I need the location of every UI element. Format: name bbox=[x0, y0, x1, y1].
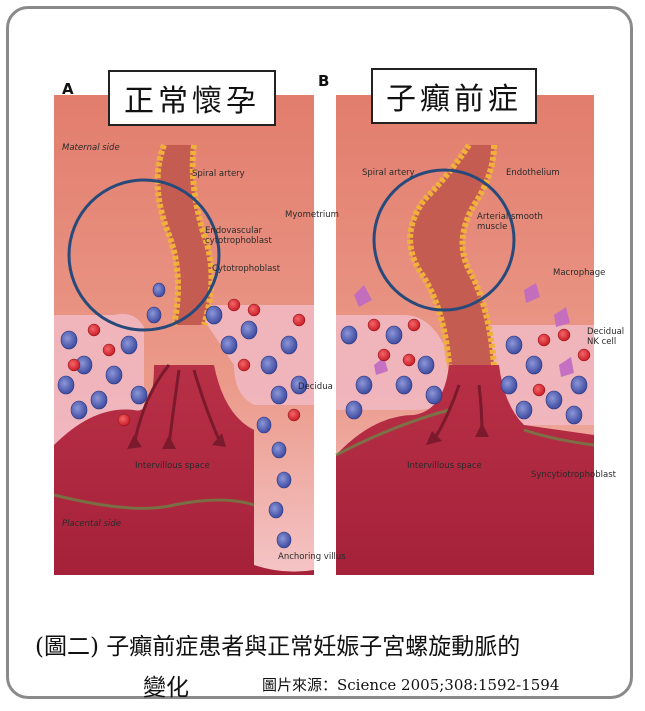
label-spiral-artery-b: Spiral artery bbox=[362, 168, 415, 178]
label-macrophage: Macrophage bbox=[553, 268, 605, 278]
label-intervillous-a: Intervillous space bbox=[135, 461, 210, 471]
label-arterial-2: muscle bbox=[477, 222, 507, 232]
label-endovascular-2: cytotrophoblast bbox=[205, 236, 272, 246]
figure-caption-line2: 變化 bbox=[143, 668, 189, 702]
label-decidual-2: NK cell bbox=[587, 337, 616, 347]
figure-source: 圖片來源：Science 2005;308:1592-1594 bbox=[262, 674, 559, 695]
label-myometrium: Myometrium bbox=[285, 210, 339, 220]
label-placental-side: Placental side bbox=[62, 519, 121, 529]
panel-b-title: 子癲前症 bbox=[371, 68, 537, 124]
label-endovascular-1: Endovascular bbox=[205, 226, 262, 236]
label-endothelium: Endothelium bbox=[506, 168, 560, 178]
label-maternal-side: Maternal side bbox=[62, 143, 120, 153]
panel-a-letter: A bbox=[62, 80, 74, 98]
label-anchoring-villus: Anchoring villus bbox=[278, 552, 346, 562]
label-decidual-1: Decidual bbox=[587, 327, 624, 337]
label-decidua: Decidua bbox=[298, 382, 333, 392]
panel-b-letter: B bbox=[318, 72, 329, 90]
label-syncytiotrophoblast: Syncytiotrophoblast bbox=[531, 470, 616, 480]
label-cytotrophoblast: Cytotrophoblast bbox=[212, 264, 280, 274]
placenta-illustration bbox=[54, 65, 594, 575]
label-spiral-artery-a: Spiral artery bbox=[192, 169, 245, 179]
figure-caption-line1: (圖二) 子癲前症患者與正常妊娠子宮螺旋動脈的 bbox=[35, 627, 520, 661]
label-arterial-1: Arterial smooth bbox=[477, 212, 543, 222]
panel-a-illustration bbox=[54, 95, 314, 575]
label-intervillous-b: Intervillous space bbox=[407, 461, 482, 471]
panel-b-illustration bbox=[336, 95, 594, 575]
panel-a-title: 正常懷孕 bbox=[108, 70, 276, 126]
